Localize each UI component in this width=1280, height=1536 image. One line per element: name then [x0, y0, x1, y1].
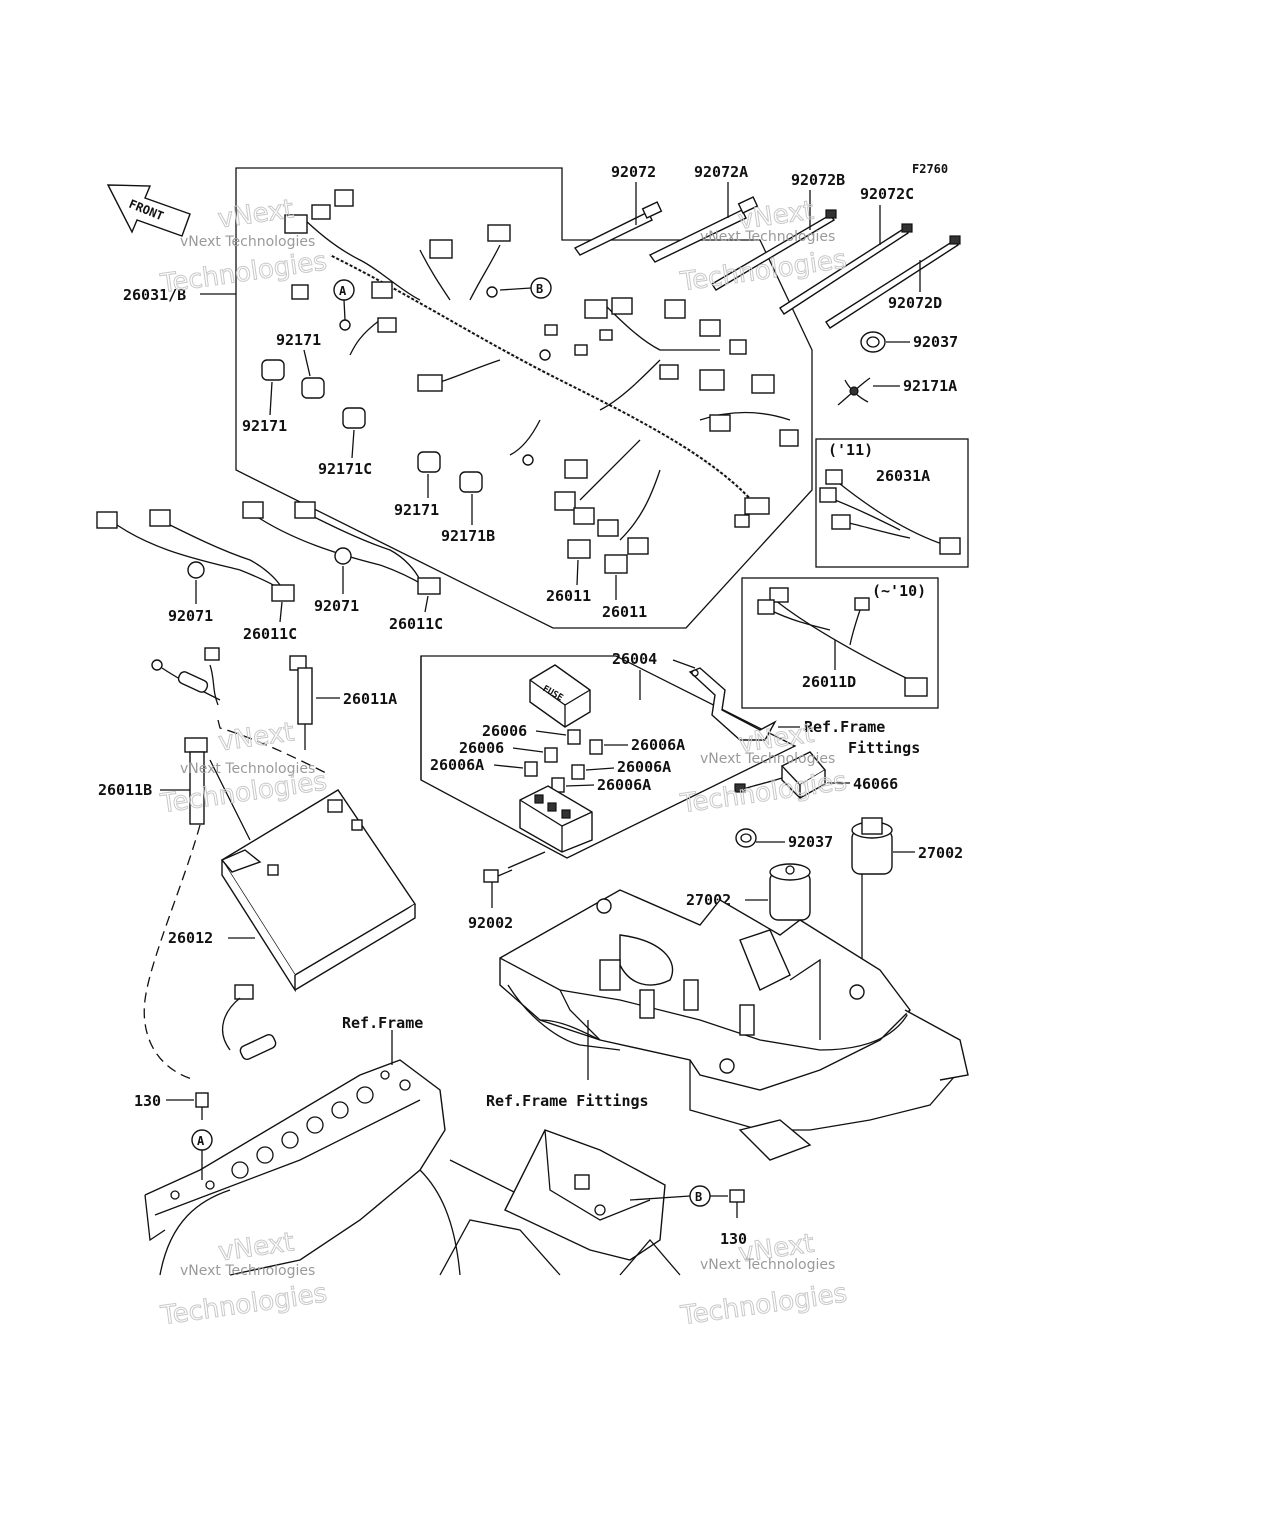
- label-26006a-b: 26006A: [631, 736, 685, 754]
- relay-46066: [734, 751, 827, 800]
- note-26011d: (~'10): [872, 582, 926, 600]
- box-26011d: [741, 577, 939, 709]
- svg-text:vNext Technologies: vNext Technologies: [180, 761, 315, 777]
- label-92171a: 92171A: [903, 377, 957, 395]
- callout-a-lower: A: [191, 1129, 213, 1180]
- label-26011c-a: 26011C: [243, 625, 297, 643]
- label-26031a: 26031A: [876, 467, 930, 485]
- watermark-mid-left: vNext vNext Technologies Technologies: [158, 717, 330, 820]
- label-26006-a: 26006: [482, 722, 527, 740]
- starter-relay-27002-right: [851, 817, 893, 875]
- ref-frame-fittings-top-2: Fittings: [848, 739, 920, 757]
- svg-text:Technologies: Technologies: [678, 1278, 849, 1331]
- label-92037-mid: 92037: [788, 833, 833, 851]
- label-92171-c: 92171: [394, 501, 439, 519]
- svg-text:vNext: vNext: [216, 717, 295, 757]
- label-27002-a: 27002: [918, 844, 963, 862]
- svg-text:vNext Technologies: vNext Technologies: [180, 1263, 315, 1279]
- label-26031-b: 26031/B: [123, 286, 186, 304]
- main-frame: [144, 1059, 681, 1276]
- harness-26031a: [819, 469, 961, 555]
- fuse-cover: FUSE: [529, 664, 591, 728]
- label-46066: 46066: [853, 775, 898, 793]
- cable-ties-group: [573, 196, 961, 329]
- label-92072d: 92072D: [888, 294, 942, 312]
- label-130-b: 130: [720, 1230, 747, 1248]
- box-26031a: [815, 438, 969, 568]
- figure-code: F2760: [912, 162, 948, 176]
- callout-a-upper: A: [333, 279, 355, 321]
- label-26011-a: 26011: [546, 587, 591, 605]
- label-92072a: 92072A: [694, 163, 748, 181]
- bolt-130-right: [729, 1189, 745, 1218]
- svg-text:Technologies: Technologies: [678, 244, 849, 297]
- label-92072: 92072: [611, 163, 656, 181]
- label-26011c-b: 26011C: [389, 615, 443, 633]
- bolt-130-left: [195, 1092, 209, 1120]
- ref-frame-fittings-bottom: Ref.Frame Fittings: [486, 1092, 649, 1110]
- label-92072c: 92072C: [860, 185, 914, 203]
- label-92071-b: 92071: [314, 597, 359, 615]
- label-26006a-d: 26006A: [597, 776, 651, 794]
- front-arrow-icon: FRONT: [106, 184, 191, 237]
- label-26004: 26004: [612, 650, 657, 668]
- label-26006-b: 26006: [459, 739, 504, 757]
- label-92037-top: 92037: [913, 333, 958, 351]
- main-harness-boundary: [235, 167, 813, 629]
- svg-text:vNext Technologies: vNext Technologies: [700, 229, 835, 245]
- svg-text:Technologies: Technologies: [678, 766, 849, 819]
- grommet-92171-group: [261, 359, 483, 493]
- battery-cable-negative: [151, 647, 221, 706]
- battery-cable-lower: [221, 984, 277, 1061]
- battery-26012: [209, 759, 416, 993]
- svg-text:A: A: [339, 284, 347, 298]
- bolt-92002: [483, 869, 513, 883]
- clip-92171a: [837, 377, 871, 406]
- callout-b-upper: B: [499, 277, 552, 299]
- label-26011b: 26011B: [98, 781, 152, 799]
- label-92002: 92002: [468, 914, 513, 932]
- label-92171b: 92171B: [441, 527, 495, 545]
- fuse-set: [524, 729, 603, 793]
- main-wiring-harness: [284, 189, 799, 574]
- svg-text:vNext Technologies: vNext Technologies: [180, 234, 315, 250]
- callout-b-lower: B: [629, 1185, 728, 1207]
- label-26006a-a: 26006A: [430, 756, 484, 774]
- label-26011d: 26011D: [802, 673, 856, 691]
- label-26012: 26012: [168, 929, 213, 947]
- label-92171-a: 92171: [276, 331, 321, 349]
- label-26011a: 26011A: [343, 690, 397, 708]
- harness-26011d: [757, 587, 928, 697]
- label-26006a-c: 26006A: [617, 758, 671, 776]
- watermark-bottom-right: vNext vNext Technologies Technologies: [678, 1228, 850, 1332]
- clamp-92037-mid: [735, 828, 757, 848]
- label-92171-b: 92171: [242, 417, 287, 435]
- svg-text:vNext Technologies: vNext Technologies: [700, 1257, 835, 1273]
- starter-relay-27002-left: [769, 863, 811, 921]
- bracket-ref-frame-fittings: [688, 667, 777, 741]
- label-130-a: 130: [134, 1092, 161, 1110]
- note-26031a: ('11): [828, 441, 873, 459]
- svg-text:A: A: [197, 1134, 205, 1148]
- svg-text:B: B: [536, 282, 543, 296]
- svg-text:B: B: [695, 1190, 702, 1204]
- battery-cable-26011b: [184, 737, 208, 825]
- svg-text:vNext Technologies: vNext Technologies: [700, 751, 835, 767]
- battery-tray-frame-fittings: [499, 889, 969, 1161]
- ref-frame-fittings-top-1: Ref.Frame: [804, 718, 885, 736]
- watermark-top-left: vNext vNext Technologies Technologies: [158, 194, 330, 300]
- ref-frame: Ref.Frame: [342, 1014, 423, 1032]
- label-92071-a: 92071: [168, 607, 213, 625]
- clamp-92037-top: [860, 331, 886, 353]
- svg-text:vNext: vNext: [216, 194, 295, 234]
- harness-26011c-pair: [96, 501, 441, 602]
- fuse-box-base: [519, 785, 593, 853]
- label-92072b: 92072B: [791, 171, 845, 189]
- label-26011-b: 26011: [602, 603, 647, 621]
- svg-text:Technologies: Technologies: [158, 1278, 329, 1331]
- label-92171c: 92171C: [318, 460, 372, 478]
- battery-cable-26011a: [289, 655, 313, 725]
